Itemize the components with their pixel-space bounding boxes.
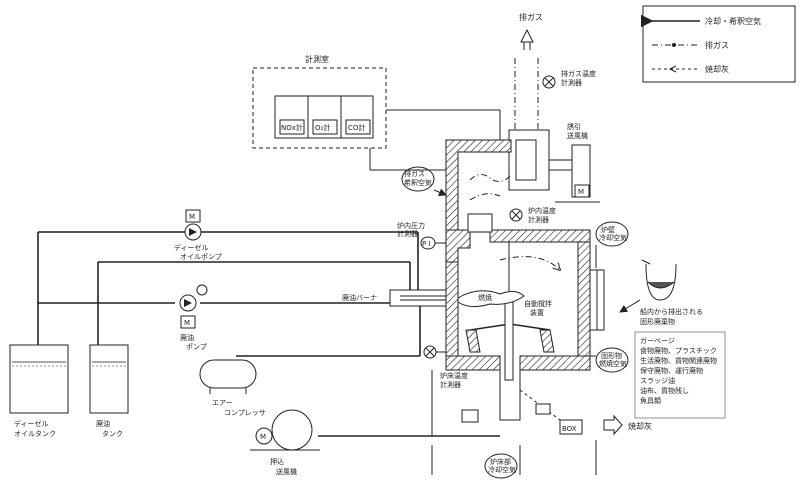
piping: 廃油バーナ [37,231,597,475]
furnace-pressure-label-1: 炉内圧力 [397,221,425,230]
diesel-pump-label-1: ディーゼル [174,243,209,252]
co-meter-label: CO計 [348,123,365,132]
furnace-cooling-label-2: 冷却空気 [599,233,627,242]
waste-pump-label-1: 廃油 [180,333,194,342]
garbage-item-0: ガーベージ [640,336,675,345]
garbage-item-4: スラッジ油 [640,376,675,385]
dilution-air-label-1: 排ガス [404,169,425,178]
furnace-cooling-label-1: 炉壁 [601,225,615,234]
induced-fan-motor-icon: M [578,188,584,196]
bottom-cooling-label-2: 冷却空気 [488,465,516,474]
bottom-cooling-label-1: 炉床部 [490,457,511,466]
waste-pump-motor-icon: M [184,319,190,327]
induced-fan-label-1: 誘引 [567,122,581,131]
legend-cooling-air: 冷却・希釈空気 [705,16,761,26]
exhaust-temp-label-1: 排ガス温度 [561,69,596,78]
diesel-tank-label-2: オイルタンク [14,429,56,438]
diesel-tank: ディーゼル オイルタンク [9,344,69,438]
waste-oil-tank: 廃油 タンク [89,344,129,438]
forced-fan-motor-icon: M [260,433,266,441]
legend: 冷却・希釈空気 排ガス 焼却灰 [640,5,796,83]
ash-box-label: BOX [562,425,577,433]
furnace-temp-label-2: 計測器 [528,215,549,224]
nox-meter-label: NOx計 [281,123,303,132]
exhaust-outlet: 排ガス 排ガス温度 計測器 [514,12,596,130]
solid-cooling-label-2: 燃焼空気 [599,359,627,368]
forced-fan: M 押込 送風機 [250,409,320,476]
o2-meter-label: O₂計 [315,123,330,132]
garbage-item-5: 油布、貨物残し [640,386,689,395]
measurement-room: 計測室 NOx計 O₂計 CO計 [252,54,501,171]
furnace: 燃焼 BOX [445,139,605,435]
auto-stirrer-label-2: 装置 [530,308,544,317]
garbage-item-2: 生活廃物、貨物関連廃物 [640,356,717,365]
garbage-item-1: 食物廃物、プラスチック [640,346,717,355]
forced-fan-label-1: 押込 [270,457,284,466]
forced-fan-label-2: 送風機 [276,467,297,476]
solid-cooling-label-1: 固形物 [601,351,622,360]
exhaust-temp-label-2: 計測器 [561,78,582,87]
waste-beaker: 船内から排出される 固形廃棄物 [619,259,703,326]
legend-exhaust-gas: 排ガス [705,40,729,50]
diesel-pump-label-2: オイルポンプ [180,253,222,261]
exhaust-out-label: 排ガス [519,12,543,22]
air-compressor: エアー コンプレッサ [199,359,266,417]
burner-label: 廃油バーナ [342,293,377,302]
shipboard-waste-label-2: 固形廃棄物 [640,317,675,326]
induced-fan-label-2: 送風機 [567,131,588,140]
garbage-item-6: 魚具類 [640,396,661,405]
furnace-pressure-label-2: 計測器 [397,229,418,238]
compressor-label-2: コンプレッサ [224,409,266,417]
waste-tank-label-2: タンク [102,429,123,438]
diesel-pump-motor-icon: M [189,213,195,221]
flame-label: 燃焼 [478,293,492,302]
pi-label: P I [422,240,431,248]
auto-stirrer-label-1: 自動撹拌 [524,299,552,308]
shipboard-waste-label-1: 船内から排出される [640,307,703,316]
diesel-pump: M ディーゼル オイルポンプ [174,209,222,261]
ash-out-label: 焼却灰 [628,421,652,431]
garbage-list: ガーベージ 食物廃物、プラスチック 生活廃物、貨物関連廃物 保守廃物、運行廃物 … [634,331,726,419]
furnace-temp-label-1: 炉内温度 [528,206,556,215]
garbage-item-3: 保守廃物、運行廃物 [640,366,703,375]
compressor-label-1: エアー [212,399,233,407]
hearth-temp-label-2: 計測器 [440,380,461,389]
diesel-tank-label-1: ディーゼル [14,419,49,428]
measure-room-label: 計測室 [305,54,329,64]
legend-ash: 焼却灰 [705,64,729,74]
waste-pump-label-2: ポンプ [186,343,207,351]
hearth-temp-label-1: 炉床温度 [440,371,468,380]
dilution-air-label-2: 希釈空気 [404,178,432,187]
waste-oil-pump: M 廃油 ポンプ [179,284,208,351]
ash-outlet: 焼却灰 [603,414,652,436]
induced-fan: M 誘引 送風機 [508,122,600,203]
waste-tank-label-1: 廃油 [96,419,110,428]
